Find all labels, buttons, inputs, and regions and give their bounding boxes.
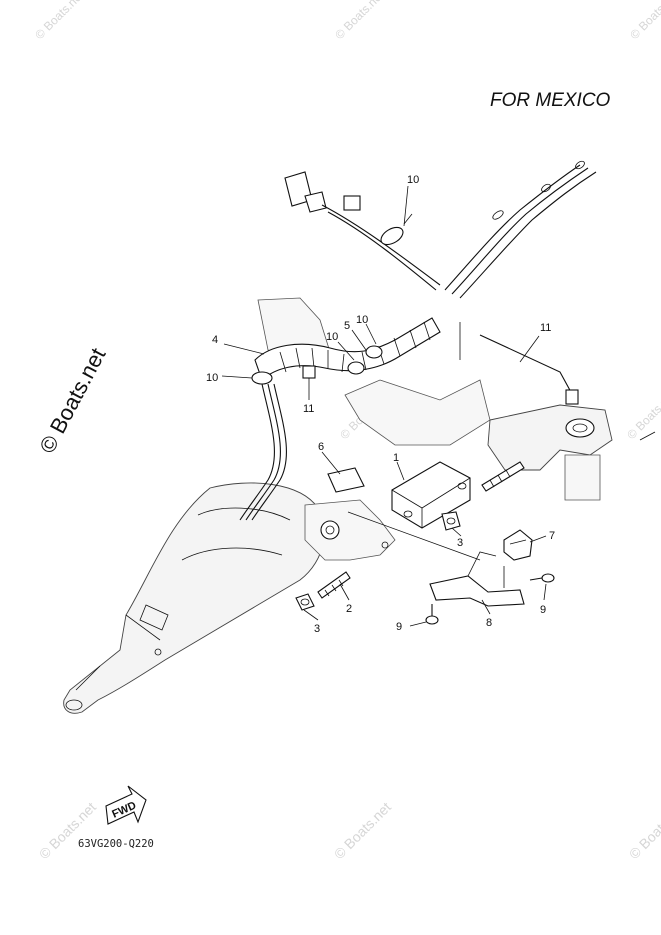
part-3-nut-right xyxy=(441,511,461,531)
callout-10-mid: 10 xyxy=(326,331,338,343)
callout-1: 1 xyxy=(393,452,399,464)
callout-2: 2 xyxy=(346,603,352,615)
callout-5: 5 xyxy=(344,320,350,332)
callout-3-right: 3 xyxy=(457,537,463,549)
small-parts xyxy=(295,461,555,625)
callout-4: 4 xyxy=(212,334,218,346)
leader-lines xyxy=(221,185,547,627)
callout-11: 11 xyxy=(540,322,551,334)
callout-10-lower: 11 xyxy=(303,403,314,415)
cable-clamp-left xyxy=(251,371,273,385)
fwd-arrow: FWD xyxy=(105,785,147,825)
part-3-nut-left xyxy=(295,593,315,611)
watermark-bottom-left: © Boats.net xyxy=(36,799,99,862)
cable-clamp-top xyxy=(380,226,404,246)
part-1-housing xyxy=(391,461,471,529)
part-8-bracket xyxy=(429,575,525,607)
callout-10-upper: 10 xyxy=(356,314,368,326)
callout-10-left: 10 xyxy=(206,372,218,384)
steering-bracket xyxy=(257,297,656,561)
watermark-right: © Boats.net xyxy=(624,387,661,442)
wire-harness xyxy=(239,160,597,521)
watermark-bottom-right: © Boats.net xyxy=(626,799,661,862)
part-2-stud xyxy=(317,571,351,599)
corrugated-tube xyxy=(254,317,441,381)
cable-clamp-lower xyxy=(302,365,316,379)
part-6-pad xyxy=(327,467,365,493)
callout-7: 7 xyxy=(549,530,555,542)
watermark-top-left: © Boats.net xyxy=(32,0,87,42)
part-9-screw-right xyxy=(529,573,555,583)
callout-6: 6 xyxy=(318,441,324,453)
part-7-switch xyxy=(503,529,533,561)
watermark-top-right: © Boats.net xyxy=(627,0,661,42)
callouts: 10 4 10 10 5 10 11 11 6 1 3 2 3 7 8 9 9 xyxy=(206,174,555,635)
part-9-screw-left xyxy=(425,604,439,625)
switch-lead-terminal xyxy=(565,389,579,405)
callout-10-top: 10 xyxy=(407,174,419,186)
harness-plug xyxy=(343,195,361,211)
cable-clamp-mid xyxy=(347,361,365,375)
tiller-handle xyxy=(63,482,325,714)
callout-9-right: 9 xyxy=(540,604,546,616)
watermark-vertical: © Boats.net xyxy=(34,344,110,458)
callout-9-left: 9 xyxy=(396,621,402,633)
callout-8: 8 xyxy=(486,617,492,629)
cable-clamp-upper xyxy=(365,345,383,359)
watermark-bottom-center: © Boats.net xyxy=(331,799,394,862)
region-label: FOR MEXICO xyxy=(490,90,611,111)
watermark-top-center: © Boats.net xyxy=(332,0,387,42)
figure-code: 63VG200-Q220 xyxy=(78,838,154,850)
callout-3-left: 3 xyxy=(314,623,320,635)
swivel-boss xyxy=(565,418,595,438)
